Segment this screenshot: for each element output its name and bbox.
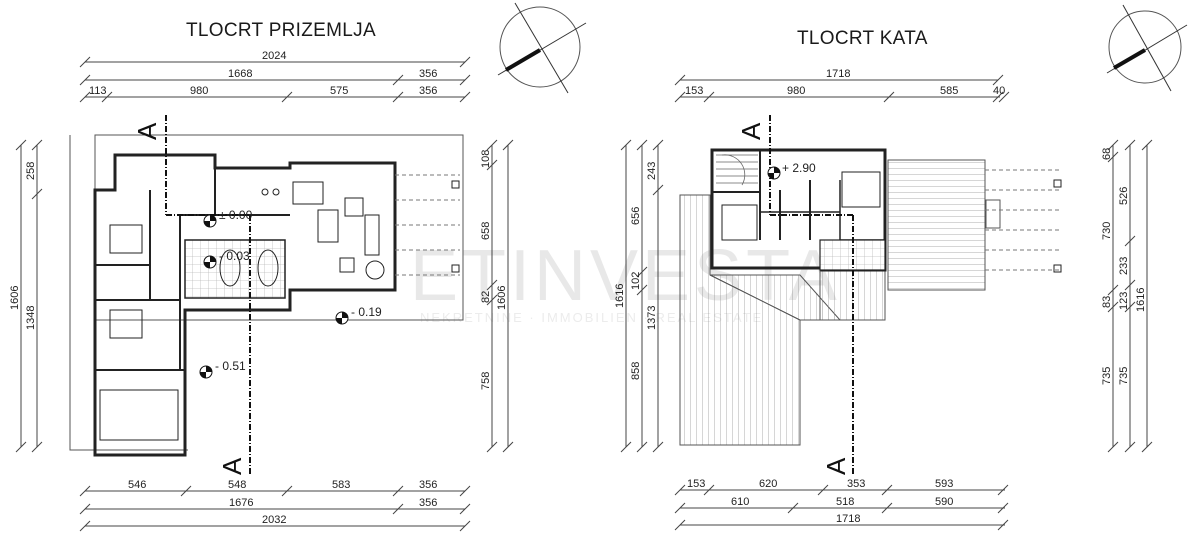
svg-text:356: 356: [419, 479, 437, 491]
north-arrow-icon: [497, 2, 587, 94]
svg-text:± 0.00: ± 0.00: [219, 208, 253, 222]
svg-text:658: 658: [480, 222, 492, 240]
svg-text:- 0.19: - 0.19: [351, 305, 382, 319]
svg-text:68: 68: [1101, 148, 1113, 160]
ground-floor-levels: [199, 214, 349, 379]
upper-floor-plan: [679, 148, 1062, 446]
svg-text:113: 113: [89, 85, 107, 97]
svg-text:526: 526: [1118, 187, 1130, 205]
svg-text:980: 980: [190, 85, 208, 97]
section-marker-top: A: [132, 122, 162, 140]
svg-text:1606: 1606: [9, 286, 21, 310]
svg-text:585: 585: [940, 85, 958, 97]
ground-floor-right-dimensions: [486, 139, 514, 453]
upper-floor-left-dimensions: [620, 139, 664, 453]
svg-text:575: 575: [330, 85, 348, 97]
svg-text:858: 858: [630, 362, 642, 380]
svg-text:593: 593: [935, 478, 953, 490]
level-marker-icon: [767, 166, 781, 180]
svg-text:980: 980: [787, 85, 805, 97]
ground-floor-top-dimensions: [79, 56, 471, 103]
svg-text:610: 610: [731, 496, 749, 508]
dim-2024: 2024: [262, 50, 286, 62]
svg-text:353: 353: [847, 478, 865, 490]
section-marker-bottom: A: [821, 457, 851, 475]
svg-text:758: 758: [480, 372, 492, 390]
svg-text:102: 102: [630, 272, 642, 290]
svg-text:2032: 2032: [262, 514, 286, 526]
svg-text:656: 656: [630, 207, 642, 225]
svg-text:258: 258: [25, 162, 37, 180]
ground-floor-bottom-dimensions: [79, 485, 471, 532]
svg-text:735: 735: [1118, 367, 1130, 385]
svg-text:108: 108: [480, 150, 492, 168]
svg-text:590: 590: [935, 496, 953, 508]
svg-text:153: 153: [687, 478, 705, 490]
svg-text:NEKRETNINE · IMMOBILIEN · REAL: NEKRETNINE · IMMOBILIEN · REAL ESTATE: [420, 310, 763, 325]
svg-text:243: 243: [646, 162, 658, 180]
svg-text:356: 356: [419, 497, 437, 509]
svg-text:83: 83: [1101, 296, 1113, 308]
upper-floor-title: TLOCRT KATA: [797, 28, 928, 49]
upper-floor-bottom-dimensions: [674, 484, 1009, 531]
svg-text:730: 730: [1101, 222, 1113, 240]
svg-text:518: 518: [836, 496, 854, 508]
svg-text:546: 546: [128, 479, 146, 491]
ground-floor-plan: [69, 134, 464, 457]
svg-text:1616: 1616: [614, 284, 626, 308]
svg-text:153: 153: [685, 85, 703, 97]
svg-text:123: 123: [1118, 292, 1130, 310]
svg-text:1373: 1373: [646, 306, 658, 330]
svg-text:233: 233: [1118, 257, 1130, 275]
svg-text:1676: 1676: [229, 497, 253, 509]
svg-text:+ 2.90: + 2.90: [782, 161, 816, 175]
svg-text:548: 548: [228, 479, 246, 491]
svg-text:356: 356: [419, 68, 437, 80]
svg-text:82: 82: [480, 291, 492, 303]
svg-text:735: 735: [1101, 367, 1113, 385]
svg-text:1616: 1616: [1135, 288, 1147, 312]
upper-floor-top-dimensions: [674, 74, 1010, 103]
upper-floor-right-dimensions: [1107, 139, 1153, 453]
ground-floor-left-dimensions: [15, 139, 43, 453]
section-marker-bottom: A: [217, 457, 247, 475]
svg-text:1668: 1668: [228, 68, 252, 80]
svg-text:1718: 1718: [836, 513, 860, 525]
north-arrow-icon: [1106, 4, 1188, 92]
upper-floor-section-line: [769, 115, 854, 475]
ground-floor-title: TLOCRT PRIZEMLJA: [186, 20, 376, 41]
svg-text:620: 620: [759, 478, 777, 490]
section-marker-top: A: [736, 122, 766, 140]
svg-text:- 0.03: - 0.03: [219, 249, 250, 263]
svg-text:356: 356: [419, 85, 437, 97]
svg-text:1348: 1348: [25, 306, 37, 330]
svg-text:1718: 1718: [826, 68, 850, 80]
svg-text:- 0.51: - 0.51: [215, 359, 246, 373]
svg-text:40: 40: [993, 85, 1005, 97]
svg-text:1606: 1606: [496, 286, 508, 310]
svg-text:583: 583: [332, 479, 350, 491]
